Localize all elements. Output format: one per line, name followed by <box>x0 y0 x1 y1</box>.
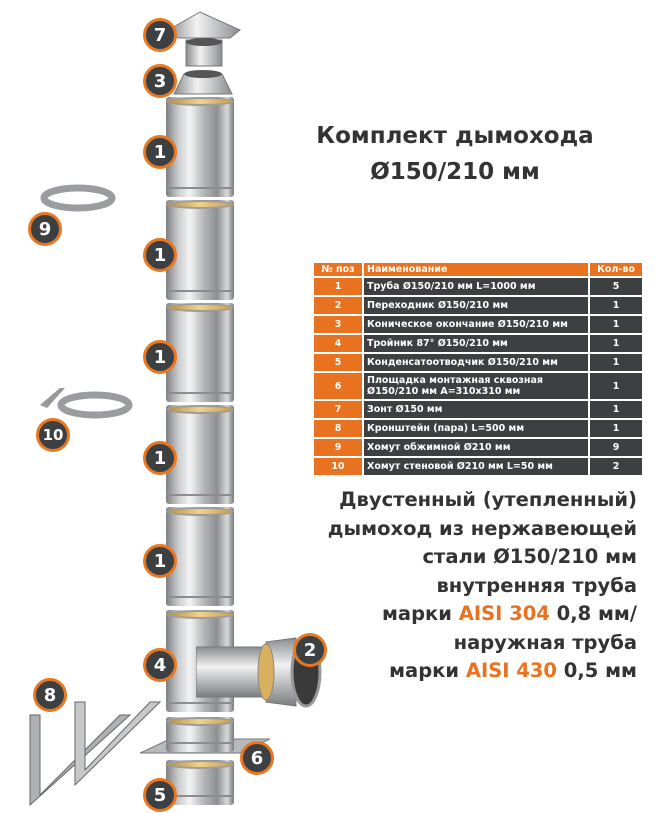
clamp-illustration <box>40 184 116 212</box>
position-cell: 6 <box>314 373 362 399</box>
text: 0,8 мм/ <box>549 602 637 625</box>
desc-line: стали Ø150/210 мм <box>422 545 637 568</box>
position-cell: 2 <box>314 297 362 314</box>
qty-cell: 1 <box>590 401 642 418</box>
page-title: Комплект дымохода Ø150/210 мм <box>290 118 620 190</box>
position-cell: 8 <box>314 420 362 437</box>
badge-1: 1 <box>143 441 177 475</box>
desc-line: дымоход из нержавеющей <box>327 516 637 540</box>
title-line: Комплект дымохода <box>316 123 594 149</box>
qty-cell: 1 <box>590 354 642 371</box>
qty-cell: 1 <box>590 420 642 437</box>
name-cell: Хомут стеновой Ø210 мм L=50 мм <box>364 458 588 475</box>
title-line: Ø150/210 мм <box>370 159 540 185</box>
desc-line: Двустенный (утепленный) <box>339 488 637 511</box>
qty-cell: 1 <box>590 373 642 399</box>
position-cell: 10 <box>314 458 362 475</box>
col-header: Кол-во <box>590 263 642 276</box>
name-cell: Коническое окончание Ø150/210 мм <box>364 316 588 333</box>
name-cell: Зонт Ø150 мм <box>364 401 588 418</box>
name-cell: Тройник 87° Ø150/210 мм <box>364 335 588 352</box>
name-cell: Конденсатоотводчик Ø150/210 мм <box>364 354 588 371</box>
position-cell: 4 <box>314 335 362 352</box>
desc-line: внутренняя труба <box>436 573 637 597</box>
pipe-segment <box>166 717 234 752</box>
position-cell: 9 <box>314 439 362 456</box>
pipe-segment <box>166 405 234 504</box>
badge-7: 7 <box>143 18 177 52</box>
badge-1: 1 <box>143 340 177 374</box>
badge-3: 3 <box>143 64 177 98</box>
badge-1: 1 <box>143 544 177 578</box>
qty-cell: 9 <box>590 439 642 456</box>
position-cell: 3 <box>314 316 362 333</box>
name-cell: Кронштейн (пара) L=500 мм <box>364 420 588 437</box>
pipe-segment <box>166 303 234 402</box>
badge-8: 8 <box>33 678 67 712</box>
qty-cell: 1 <box>590 316 642 333</box>
qty-cell: 2 <box>590 458 642 475</box>
text: 0,5 мм <box>557 659 637 682</box>
qty-cell: 5 <box>590 278 642 295</box>
position-cell: 7 <box>314 401 362 418</box>
badge-6: 6 <box>240 741 274 775</box>
pipe-segment <box>166 507 234 606</box>
desc-line: марки AISI 304 0,8 мм/ <box>328 600 637 629</box>
badge-9: 9 <box>28 212 62 246</box>
badge-1: 1 <box>143 135 177 169</box>
wall-clamp-illustration <box>40 388 133 419</box>
name-cell: Переходник Ø150/210 мм <box>364 297 588 314</box>
badge-10: 10 <box>36 418 70 452</box>
badge-2: 2 <box>293 633 327 667</box>
position-cell: 1 <box>314 278 362 295</box>
text: марки <box>381 602 459 625</box>
badge-5: 5 <box>143 778 177 812</box>
name-cell: Площадка монтажная сквозная Ø150/210 мм … <box>364 373 588 399</box>
umbrella-cap-illustration <box>167 11 241 95</box>
qty-cell: 1 <box>590 297 642 314</box>
col-header: Наименование <box>364 263 588 276</box>
steel-grade: AISI 304 <box>458 602 550 625</box>
text: марки <box>389 659 466 682</box>
condensate-drain <box>166 760 234 805</box>
desc-line: марки AISI 430 0,5 мм <box>328 657 637 686</box>
pipe-segment <box>166 200 234 300</box>
position-cell: 5 <box>314 354 362 371</box>
badge-1: 1 <box>143 238 177 272</box>
name-cell: Труба Ø150/210 мм L=1000 мм <box>364 278 588 295</box>
badge-4: 4 <box>143 648 177 682</box>
name-cell: Хомут обжимной Ø210 мм <box>364 439 588 456</box>
desc-line: наружная труба <box>453 630 637 654</box>
bracket-illustration <box>29 701 162 807</box>
pipe-segment <box>166 97 234 197</box>
steel-grade: AISI 430 <box>465 659 557 682</box>
qty-cell: 1 <box>590 335 642 352</box>
col-header: № поз <box>314 263 362 276</box>
description: Двустенный (утепленный) дымоход из нержа… <box>328 486 637 686</box>
